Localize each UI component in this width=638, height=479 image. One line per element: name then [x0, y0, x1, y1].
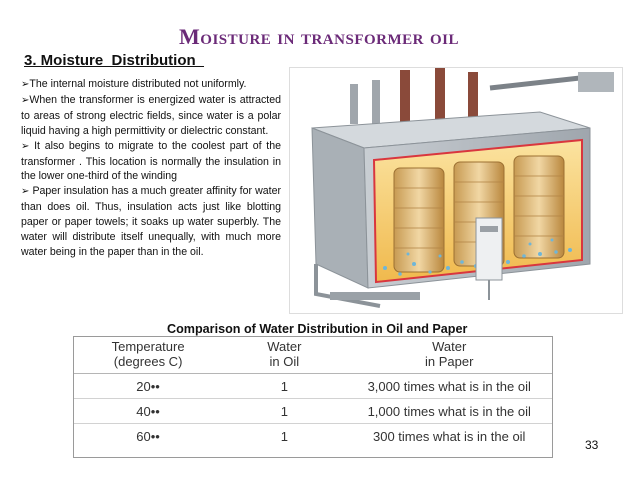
- table-cell: 60••: [136, 428, 160, 444]
- table-cell: 1,000 times what is in the oil: [367, 403, 531, 419]
- arrow-bullet-icon: ➢: [21, 79, 30, 90]
- bullet-item: ➢ It also begins to migrate to the coole…: [21, 139, 281, 185]
- column-header-temperature: Temperature(degrees C): [111, 339, 185, 369]
- table-row: 40•• 1 1,000 times what is in the oil: [74, 399, 552, 424]
- bullet-text: When the transformer is energized water …: [21, 93, 281, 137]
- transformer-cutaway-illustration: [289, 67, 623, 314]
- section-heading: 3. Moisture Distribution: [24, 52, 205, 69]
- table-row: 60•• 1 300 times what is in the oil: [74, 424, 552, 449]
- slide-title: Moisture in transformer oil: [179, 24, 459, 49]
- bushing-icon: [350, 68, 614, 124]
- table-cell: 1: [280, 403, 288, 419]
- bullet-item: ➢ Paper insulation has a much greater af…: [21, 184, 281, 260]
- table-cell: 20••: [136, 378, 160, 394]
- bullet-text: Paper insulation has a much greater affi…: [21, 185, 281, 258]
- table-cell: 40••: [136, 403, 160, 419]
- page-number: 33: [585, 438, 599, 452]
- arrow-bullet-icon: ➢: [21, 186, 30, 198]
- table-caption: Comparison of Water Distribution in Oil …: [167, 322, 468, 336]
- bullet-list: ➢The internal moisture distributed not u…: [21, 77, 281, 260]
- bullet-item: ➢The internal moisture distributed not u…: [21, 77, 281, 93]
- bullet-text: The internal moisture distributed not un…: [29, 78, 247, 90]
- table-cell: 3,000 times what is in the oil: [367, 378, 531, 394]
- arrow-bullet-icon: ➢: [21, 140, 30, 152]
- table-cell: 300 times what is in the oil: [372, 428, 526, 444]
- table-cell: 1: [280, 378, 288, 394]
- bullet-text: It also begins to migrate to the coolest…: [21, 139, 281, 183]
- monitoring-cabinet-icon: [475, 217, 503, 300]
- table-row: 20•• 1 3,000 times what is in the oil: [74, 374, 552, 399]
- transformer-drawing: [311, 68, 614, 308]
- table-cell: 1: [280, 428, 288, 444]
- bullet-item: ➢When the transformer is energized water…: [21, 93, 281, 139]
- arrow-bullet-icon: ➢: [21, 94, 30, 106]
